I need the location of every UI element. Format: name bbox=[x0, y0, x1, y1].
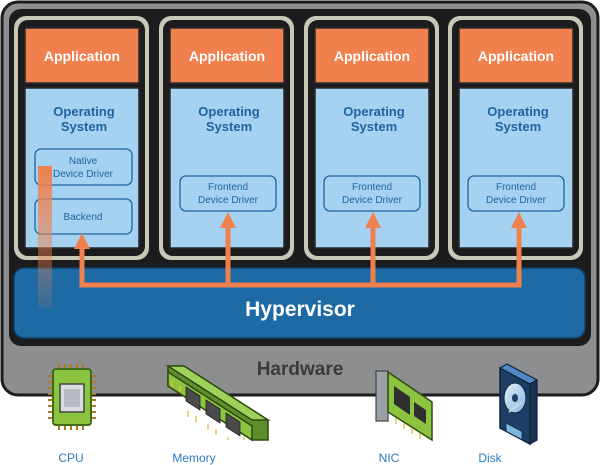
device-label-nic: NIC bbox=[379, 451, 400, 465]
vm-3-frontend-driver-line2: Device Driver bbox=[342, 195, 403, 206]
vm-3-application-box bbox=[314, 27, 430, 84]
vm-3-os-label-line1: Operating bbox=[343, 104, 404, 119]
vm-4-frontend-driver-line2: Device Driver bbox=[486, 195, 547, 206]
vm-1-os-label-line1: Operating bbox=[53, 104, 114, 119]
vm-4-frontend-driver-box bbox=[467, 175, 565, 212]
vm-1-os-label-line2: System bbox=[61, 119, 107, 134]
cpu-chip-icon bbox=[48, 364, 96, 430]
vm-1-backend-box bbox=[34, 198, 133, 235]
hard-disk-icon bbox=[498, 363, 539, 446]
vm-2-os-label-line2: System bbox=[206, 119, 252, 134]
vm-3-application-label: Application bbox=[334, 48, 410, 64]
hypervisor-label: Hypervisor bbox=[245, 298, 355, 321]
vm-1-application-box bbox=[24, 27, 140, 84]
vm-4-frontend-driver-line1: Frontend bbox=[496, 182, 536, 193]
system-frame bbox=[9, 9, 591, 346]
vm-2-frontend-driver-box bbox=[179, 175, 277, 212]
vm-4-os-label-line1: Operating bbox=[487, 104, 548, 119]
vm-2-application-box bbox=[169, 27, 285, 84]
vm-2-frontend-driver-line2: Device Driver bbox=[198, 195, 259, 206]
vm-2-frontend-driver-line1: Frontend bbox=[208, 182, 248, 193]
arrowhead-vm-4 bbox=[511, 212, 527, 228]
arrowhead-vm-3 bbox=[365, 212, 381, 228]
arrowhead-backend bbox=[74, 233, 90, 249]
memory-module-icon bbox=[165, 365, 271, 442]
vm-1-native-driver-line2: Device Driver bbox=[53, 169, 114, 180]
backend-frontend-connection bbox=[74, 212, 527, 288]
device-label-memory: Memory bbox=[172, 451, 215, 465]
vm-1-application-label: Application bbox=[44, 48, 120, 64]
device-label-cpu: CPU bbox=[58, 451, 83, 465]
vm-3-frontend-driver-line1: Frontend bbox=[352, 182, 392, 193]
vm-1-native-driver-line1: Native bbox=[69, 156, 98, 167]
vm-2-application-label: Application bbox=[189, 48, 265, 64]
vm-3: Application Operating System Frontend De… bbox=[304, 16, 439, 260]
vm-3-frontend-driver-box bbox=[323, 175, 421, 212]
vm-4-application-box bbox=[458, 27, 574, 84]
device-label-disk: Disk bbox=[478, 451, 502, 465]
arrowhead-vm-2 bbox=[220, 212, 236, 228]
vm-2-os-label-line1: Operating bbox=[198, 104, 259, 119]
vm-1-native-driver-box bbox=[34, 148, 133, 186]
vm-4-os-label-line2: System bbox=[495, 119, 541, 134]
vm-3-os-label-line2: System bbox=[351, 119, 397, 134]
network-card-icon bbox=[375, 370, 433, 442]
vm-1-backend-label: Backend bbox=[64, 212, 103, 223]
hardware-label: Hardware bbox=[257, 359, 344, 380]
vm-2: Application Operating System Frontend De… bbox=[159, 16, 294, 260]
native-driver-path bbox=[38, 166, 52, 308]
vm-4: Application Operating System Frontend De… bbox=[448, 16, 583, 260]
vm-1: Application Operating System Native Devi… bbox=[14, 16, 149, 260]
vm-4-application-label: Application bbox=[478, 48, 554, 64]
